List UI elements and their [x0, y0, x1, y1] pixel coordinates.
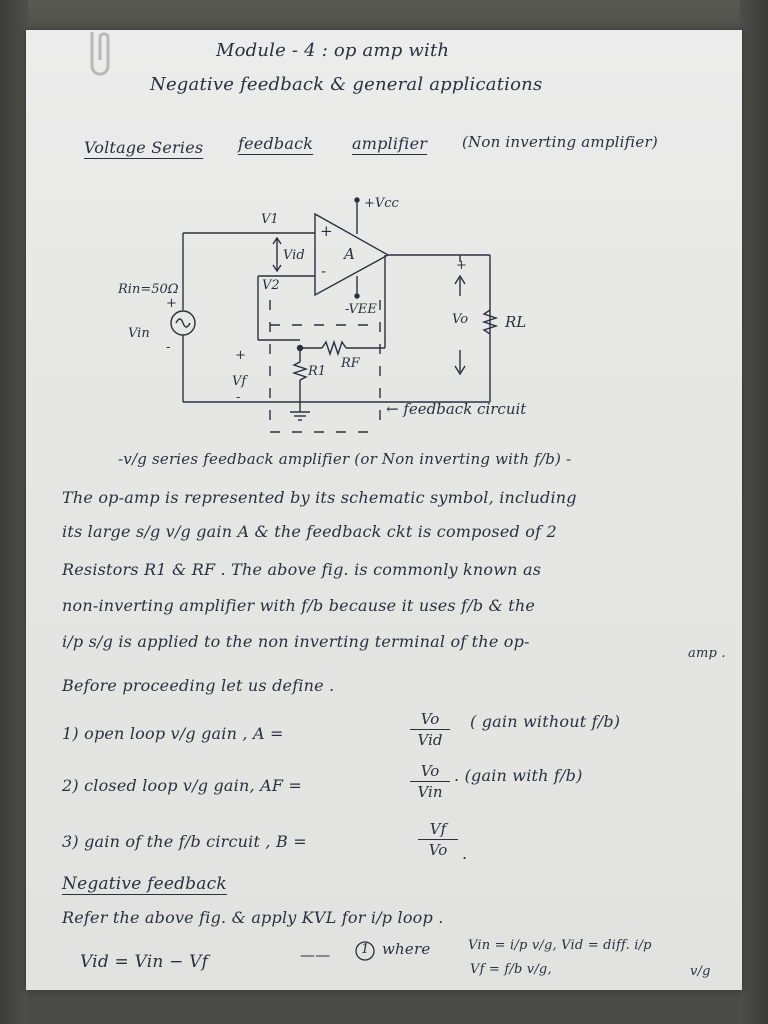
label-vcc: +Vcc — [364, 196, 399, 211]
op-amp-symbol — [314, 212, 390, 297]
page-title-line1: Module - 4 : op amp with — [216, 40, 450, 61]
label-vf: Vf — [232, 374, 247, 389]
definition-feedback-gain: 3) gain of the f/b circuit , B = — [62, 832, 307, 851]
label-vo: Vo — [452, 312, 469, 327]
label-r1: R1 — [308, 364, 327, 379]
paragraph-line: its large s/g v/g gain A & the feedback … — [62, 522, 557, 541]
paragraph-line: i/p s/g is applied to the non inverting … — [62, 632, 530, 651]
paragraph-line: The op-amp is represented by its schemat… — [62, 488, 577, 507]
fraction-vo-vid: Vo Vid — [410, 710, 450, 749]
label-feedback-circuit: ← feedback circuit — [386, 400, 527, 418]
desk-background-right — [740, 0, 768, 1024]
paragraph-line: non-inverting amplifier with f/b because… — [62, 596, 536, 615]
note-gain-without-fb: ( gain without f/b) — [470, 712, 621, 731]
note-gain-with-fb: . (gain with f/b) — [454, 766, 583, 785]
kvl-instruction: Refer the above fig. & apply KVL for i/p… — [62, 908, 444, 927]
definition-closed-loop: 2) closed loop v/g gain, AF = — [62, 776, 303, 795]
resistor-r1-symbol — [291, 361, 309, 381]
desk-background-left — [0, 0, 28, 1024]
heading-non-inverting: (Non inverting amplifier) — [462, 133, 658, 151]
equation-where-def1: Vin = i/p v/g, Vid = diff. i/p — [468, 938, 652, 953]
label-rl: RL — [505, 313, 527, 331]
label-inv-minus: - — [321, 262, 327, 280]
page-title-line2: Negative feedback & general applications — [150, 74, 543, 95]
label-out-plus: + — [456, 258, 467, 273]
label-source-plus: + — [166, 296, 177, 311]
paragraph-line: Resistors R1 & RF . The above fig. is co… — [62, 560, 542, 579]
equation-number: 1 — [361, 942, 370, 957]
label-vin: Vin — [128, 326, 150, 341]
heading-amplifier: amplifier — [352, 134, 428, 153]
label-vid: Vid — [283, 248, 305, 263]
label-vf-plus: + — [235, 348, 246, 363]
equation-where-def3: v/g — [690, 964, 711, 979]
label-noninv-plus: + — [320, 222, 333, 240]
label-v2: V2 — [262, 278, 280, 293]
before-proceeding: Before proceeding let us define . — [62, 676, 335, 695]
heading-feedback: feedback — [238, 134, 314, 153]
fraction-trailing-dot: . — [462, 844, 468, 863]
paper-clip-icon — [90, 32, 110, 76]
fraction-vo-vin: Vo Vin — [410, 762, 450, 801]
equation-where-def2: Vf = f/b v/g, — [470, 962, 552, 977]
equation-dash: —— — [300, 946, 331, 964]
fraction-vf-vo: Vf Vo — [418, 820, 458, 859]
label-vf-minus: - — [236, 390, 241, 405]
resistor-rf-symbol — [321, 339, 347, 357]
definition-open-loop: 1) open loop v/g gain , A = — [62, 724, 284, 743]
notebook-page — [26, 30, 742, 990]
equation-vid: Vid = Vin − Vf — [80, 952, 209, 972]
equation-number-circle — [355, 941, 375, 961]
resistor-rl-symbol — [481, 309, 499, 335]
label-v1: V1 — [261, 212, 279, 227]
heading-voltage-series: Voltage Series — [84, 138, 204, 157]
label-rin: Rin=50Ω — [118, 282, 179, 297]
label-rf: RF — [341, 356, 360, 371]
paragraph-line: amp . — [688, 646, 726, 661]
equation-where: where — [382, 940, 431, 958]
label-gain-a: A — [344, 245, 355, 263]
label-source-minus: - — [166, 340, 171, 355]
heading-negative-feedback: Negative feedback — [62, 874, 227, 894]
label-vee: -VEE — [345, 302, 377, 317]
circuit-caption: -v/g series feedback amplifier (or Non i… — [118, 450, 572, 468]
